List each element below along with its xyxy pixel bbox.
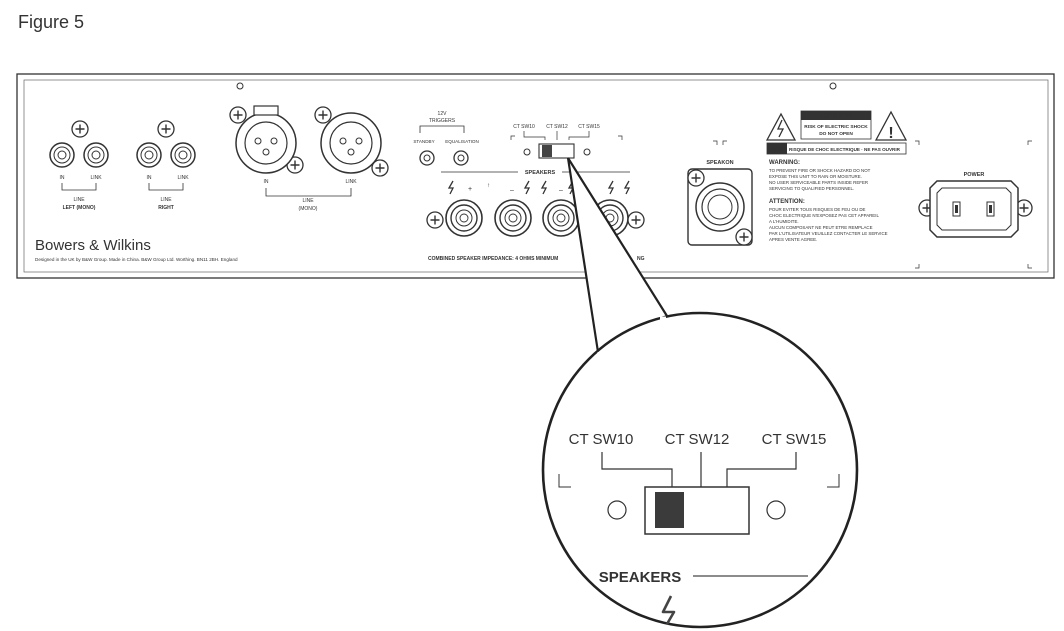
- rca-in-right-socket[interactable]: [136, 142, 162, 168]
- speakon-label: SPEAKON: [706, 160, 733, 166]
- panel-outline: [16, 73, 1055, 279]
- ct-sw15-small-label: CT SW15: [578, 124, 600, 130]
- line-right-label: LINE: [160, 197, 172, 203]
- combined-impedance-end: NG: [637, 256, 645, 262]
- right-label: RIGHT: [158, 205, 174, 211]
- xlr-mono-label: (MONO): [299, 206, 318, 212]
- rca-link-right-socket[interactable]: [170, 142, 196, 168]
- warning-line: SERVICING TO QUALIFIED PERSONNEL.: [769, 186, 854, 191]
- panel-inner-outline: [23, 79, 1049, 273]
- attention-line: PAR L'UTILISATEUR VEUILLEZ CONTACTER LE …: [769, 231, 888, 236]
- lightning-icon: [661, 595, 676, 625]
- ct-sw10-label: CT SW10: [569, 431, 634, 448]
- speaker-binding-post[interactable]: [494, 199, 532, 237]
- attention-line: APRES VENTE AGREE.: [769, 237, 817, 242]
- triggers-label: TRIGGERS: [429, 118, 456, 124]
- attention-line: CHOC ELECTRIQUE N'EXPOSEZ PAS CET APPARE…: [769, 213, 879, 218]
- xlr-in-connector[interactable]: IN: [229, 105, 304, 185]
- xlr-line-label: LINE: [302, 198, 314, 204]
- avis-label: AVIS:: [771, 147, 784, 153]
- screw-icon: [229, 106, 247, 124]
- panel-hole: [236, 82, 244, 90]
- ct-sw10-small-label: CT SW10: [513, 124, 535, 130]
- attention-line: POUR EVITER TOUS RISQUES DE FEU OU DE: [769, 207, 866, 212]
- rca-in-left-label: IN: [60, 175, 65, 181]
- xlr-bracket: [265, 188, 352, 197]
- ct-sw12-label: CT SW12: [665, 431, 730, 448]
- zoom-circle: [541, 311, 859, 629]
- standby-label: STANDBY: [413, 139, 434, 144]
- rca-left-group: IN LINK LINE LEFT (MONO): [49, 120, 109, 211]
- zoom-callout: CT SW10 CT SW12 CT SW15 SPEAKERS: [541, 157, 859, 629]
- line-bracket: [61, 183, 97, 191]
- combined-impedance-label: COMBINED SPEAKER IMPEDANCE: 4 OHMS MINIM…: [428, 256, 558, 262]
- switch-screw-hole-right: [766, 500, 786, 520]
- screw-icon: [426, 211, 444, 229]
- caution-title: CAUTION: [820, 113, 852, 120]
- line-bracket: [148, 183, 184, 191]
- speakers-label: SPEAKERS: [599, 569, 682, 586]
- standby-trigger-jack[interactable]: [419, 150, 435, 166]
- speaker-binding-post[interactable]: [445, 199, 483, 237]
- screw-icon: [314, 106, 332, 124]
- speaker-binding-post[interactable]: [542, 199, 580, 237]
- plus-sign: +: [468, 186, 472, 193]
- power-group: POWER: [915, 140, 1033, 269]
- screw-icon: [627, 211, 645, 229]
- xlr-link-connector[interactable]: LINK: [314, 106, 389, 185]
- caution-label-group: CAUTION RISK OF ELECTRIC SHOCK DO NOT OP…: [765, 110, 908, 242]
- switch-leader-lines: [601, 452, 797, 487]
- xlr-link-label: LINK: [345, 179, 357, 185]
- avis-text: RISQUE DE CHOC ELECTRIQUE · NE PAS OUVRI…: [789, 147, 901, 152]
- line-left-label: LINE: [73, 197, 85, 203]
- figure-title: Figure 5: [18, 12, 85, 32]
- power-inlet-socket[interactable]: [929, 180, 1019, 238]
- ct-sw15-label: CT SW15: [762, 431, 827, 448]
- triggers-group: 12V TRIGGERS STANDBY EQUALISATION: [413, 111, 479, 166]
- screw-icon: [71, 120, 89, 138]
- designed-in-text: Designed in the UK by B&W Group. Made in…: [35, 257, 238, 262]
- rca-right-group: IN LINK LINE RIGHT: [136, 120, 196, 211]
- equalisation-label: EQUALISATION: [445, 139, 479, 144]
- ct-switch-small: CT SW10 CT SW12 CT SW15 SPEAKERS: [441, 124, 630, 176]
- ct-sw12-small-label: CT SW12: [546, 124, 568, 130]
- ct-switch-slider[interactable]: [655, 492, 684, 528]
- exclamation-icon: !: [888, 125, 893, 142]
- warning-line: EXPOSE THIS UNIT TO RAIN OR MOISTURE.: [769, 174, 862, 179]
- rca-link-right-label: LINK: [177, 175, 189, 181]
- switch-screw-hole-left: [607, 500, 627, 520]
- screw-icon: [687, 169, 705, 187]
- arrow-up-glyph: ↑: [487, 183, 490, 189]
- rca-link-left-socket[interactable]: [83, 142, 109, 168]
- caution-risk-line: RISK OF ELECTRIC SHOCK: [804, 124, 868, 130]
- rca-in-right-label: IN: [147, 175, 152, 181]
- attention-line: A L'HUMIDITE.: [769, 219, 799, 224]
- xlr-in-label: IN: [264, 179, 269, 185]
- speakon-group: SPEAKON: [687, 140, 753, 246]
- screw-icon: [735, 228, 753, 246]
- speakers-small-label: SPEAKERS: [525, 170, 556, 176]
- power-label: POWER: [964, 172, 985, 178]
- attention-line: AUCUN COMPOSANT NE PEUT ETRE REMPLACE: [769, 225, 873, 230]
- rca-in-left-socket[interactable]: [49, 142, 75, 168]
- caution-do-not-open: DO NOT OPEN: [819, 131, 853, 137]
- warning-line: NO USER SERVICEABLE PARTS INSIDE REFER: [769, 180, 868, 185]
- brand-logo: Bowers & Wilkins: [35, 237, 151, 254]
- warning-line: TO PREVENT FIRE OR SHOCK HAZARD DO NOT: [769, 168, 871, 173]
- minus-sign: –: [559, 187, 563, 194]
- rca-link-left-label: LINK: [90, 175, 102, 181]
- rear-panel: IN LINK LINE LEFT (MONO) IN LINK LINE RI…: [16, 73, 1055, 279]
- minus-sign: –: [510, 187, 514, 194]
- warning-title: WARNING:: [769, 160, 800, 166]
- callout-pointer: [566, 157, 668, 353]
- left-mono-label: LEFT (MONO): [63, 205, 96, 211]
- equalisation-trigger-jack[interactable]: [453, 150, 469, 166]
- panel-hole: [829, 82, 837, 90]
- triggers-12v-label: 12V: [438, 111, 448, 117]
- screw-icon: [157, 120, 175, 138]
- attention-title: ATTENTION:: [769, 199, 805, 205]
